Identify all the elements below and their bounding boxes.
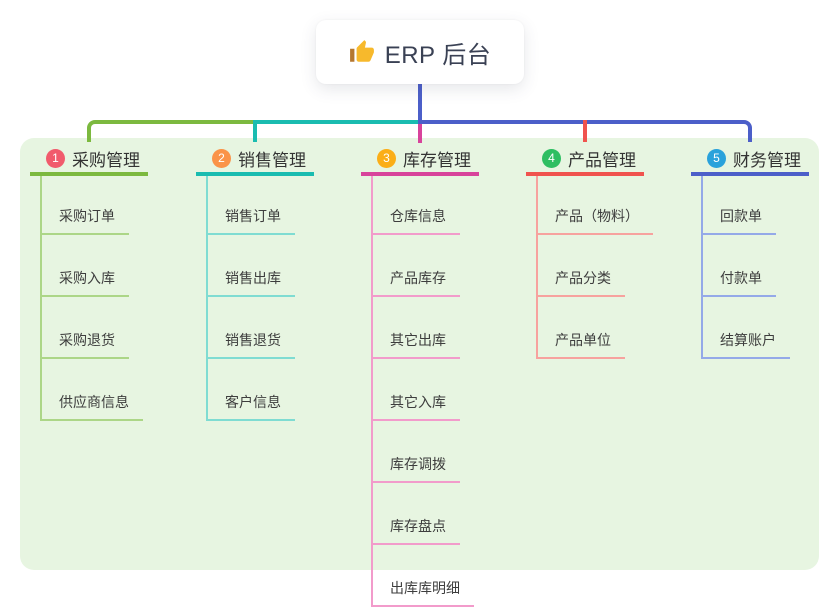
branch-column: 3 库存管理仓库信息产品库存其它出库其它入库库存调拨库存盘点出库库明细 [361, 148, 479, 607]
mindmap-child-node[interactable]: 仓库信息 [373, 176, 460, 235]
branch-column: 1 采购管理采购订单采购入库采购退货供应商信息 [30, 148, 148, 421]
branch-children: 产品（物料）产品分类产品单位 [536, 176, 653, 359]
mindmap-child-node[interactable]: 供应商信息 [42, 359, 143, 421]
branch-children: 回款单付款单结算账户 [701, 176, 790, 359]
connector-drop-branch2 [253, 120, 257, 142]
branch-header[interactable]: 5 财务管理 [691, 148, 809, 176]
branch-column: 5 财务管理回款单付款单结算账户 [691, 148, 809, 359]
branch-label: 产品管理 [568, 151, 636, 170]
mindmap-child-node[interactable]: 采购入库 [42, 235, 129, 297]
branch-children: 采购订单采购入库采购退货供应商信息 [40, 176, 143, 421]
branch-column: 2 销售管理销售订单销售出库销售退货客户信息 [196, 148, 314, 421]
branch-label: 财务管理 [733, 151, 801, 170]
mindmap-child-node[interactable]: 产品库存 [373, 235, 460, 297]
mindmap-child-node[interactable]: 其它出库 [373, 297, 460, 359]
mindmap-child-node[interactable]: 产品分类 [538, 235, 625, 297]
branch-header[interactable]: 4 产品管理 [526, 148, 644, 176]
thumbs-up-icon [349, 39, 375, 65]
root-title: ERP 后台 [384, 41, 492, 69]
mindmap-child-node[interactable]: 其它入库 [373, 359, 460, 421]
branch-number-badge: 3 [377, 149, 396, 168]
mindmap-child-node[interactable]: 出库库明细 [373, 545, 474, 607]
branch-number-badge: 4 [542, 149, 561, 168]
mindmap-child-node[interactable]: 采购订单 [42, 176, 129, 235]
connector-drop-branch4 [583, 120, 587, 142]
branch-number-badge: 5 [707, 149, 726, 168]
branch-number-badge: 2 [212, 149, 231, 168]
branch-header[interactable]: 1 采购管理 [30, 148, 148, 176]
mindmap-child-node[interactable]: 产品单位 [538, 297, 625, 359]
mindmap-child-node[interactable]: 库存调拨 [373, 421, 460, 483]
branch-label: 库存管理 [403, 151, 471, 170]
root-node[interactable]: ERP 后台 [316, 20, 524, 84]
connector-root-stem [418, 84, 422, 124]
mindmap-child-node[interactable]: 库存盘点 [373, 483, 460, 545]
connector-bus-middle [257, 120, 418, 124]
mindmap-child-node[interactable]: 销售出库 [208, 235, 295, 297]
branch-header[interactable]: 2 销售管理 [196, 148, 314, 176]
mindmap-child-node[interactable]: 产品（物料） [538, 176, 653, 235]
branch-header[interactable]: 3 库存管理 [361, 148, 479, 176]
mindmap-child-node[interactable]: 回款单 [703, 176, 776, 235]
connector-drop-branch3 [418, 124, 422, 143]
connector-bus-left [87, 120, 253, 142]
branch-children: 仓库信息产品库存其它出库其它入库库存调拨库存盘点出库库明细 [371, 176, 474, 607]
branch-label: 采购管理 [72, 151, 140, 170]
mindmap-child-node[interactable]: 销售退货 [208, 297, 295, 359]
branch-number-badge: 1 [46, 149, 65, 168]
branch-children: 销售订单销售出库销售退货客户信息 [206, 176, 295, 421]
mindmap-child-node[interactable]: 销售订单 [208, 176, 295, 235]
mindmap-panel [20, 138, 819, 570]
mindmap-child-node[interactable]: 采购退货 [42, 297, 129, 359]
branch-column: 4 产品管理产品（物料）产品分类产品单位 [526, 148, 653, 359]
branch-label: 销售管理 [238, 151, 306, 170]
mindmap-child-node[interactable]: 结算账户 [703, 297, 790, 359]
mindmap-child-node[interactable]: 付款单 [703, 235, 776, 297]
mindmap-child-node[interactable]: 客户信息 [208, 359, 295, 421]
